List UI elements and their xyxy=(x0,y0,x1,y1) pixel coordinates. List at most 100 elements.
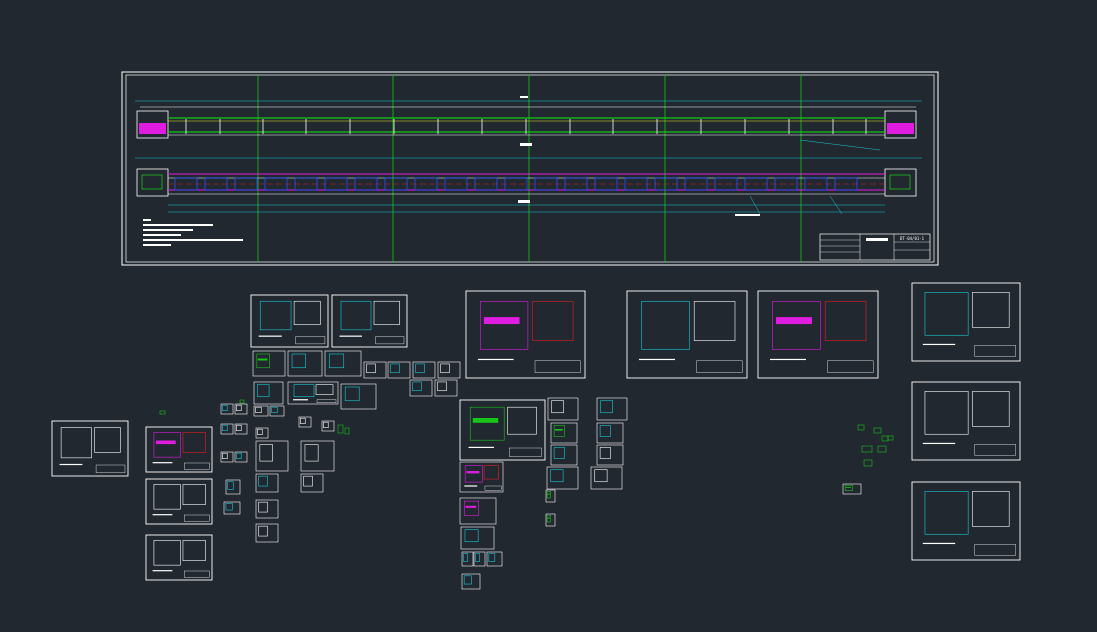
detail-sheet[interactable] xyxy=(437,361,461,379)
sheet-title-block xyxy=(696,360,743,373)
detail-sheet[interactable] xyxy=(145,534,213,581)
title-block: DT-04/01-1 xyxy=(819,233,931,261)
section-view xyxy=(532,301,574,341)
sheet-frame xyxy=(459,497,497,525)
main-layout-sheet[interactable]: DT-04/01-1 xyxy=(121,71,939,266)
detail-sheet[interactable] xyxy=(911,481,1021,561)
sheet-title-block xyxy=(316,399,337,403)
detail-sheet[interactable] xyxy=(461,551,474,567)
detail-sheet[interactable] xyxy=(51,420,129,477)
sheet-frame xyxy=(546,466,579,490)
detail-sheet[interactable] xyxy=(234,423,248,435)
detail-sheet[interactable] xyxy=(331,294,408,348)
detail-sheet[interactable] xyxy=(255,499,279,519)
detail-sheet[interactable] xyxy=(412,361,436,379)
detail-sheet[interactable] xyxy=(596,422,624,444)
detail-sheet[interactable] xyxy=(434,379,458,397)
detail-sheet[interactable] xyxy=(300,473,324,493)
detail-sheet[interactable] xyxy=(546,466,579,490)
detail-sheet[interactable] xyxy=(269,405,285,417)
detail-sheet[interactable] xyxy=(255,523,279,543)
sheet-title-block xyxy=(484,485,502,491)
detail-view xyxy=(291,353,306,369)
detail-sheet[interactable] xyxy=(473,551,486,567)
detail-sheet[interactable] xyxy=(461,573,481,590)
detail-sheet[interactable] xyxy=(220,451,234,463)
detail-sheet[interactable] xyxy=(626,290,748,379)
sheet-title-block xyxy=(509,447,542,457)
detail-sheet[interactable] xyxy=(250,294,329,348)
detail-sheet[interactable] xyxy=(255,473,279,493)
detail-sheet[interactable] xyxy=(911,381,1021,461)
detail-sheet[interactable] xyxy=(596,444,624,466)
detail-sheet[interactable] xyxy=(321,420,335,432)
detail-sheet[interactable] xyxy=(324,350,362,377)
detail-sheet[interactable] xyxy=(465,290,586,379)
detail-sheet[interactable] xyxy=(550,422,578,444)
detail-sheet[interactable] xyxy=(460,526,495,550)
detail-sheet[interactable] xyxy=(255,440,289,472)
detail-sheet[interactable] xyxy=(225,479,241,495)
detail-sheet[interactable] xyxy=(387,361,411,379)
detail-sheet[interactable] xyxy=(590,466,623,490)
detail-sheet[interactable] xyxy=(459,461,504,493)
detail-sheet[interactable] xyxy=(757,290,879,379)
detail-view xyxy=(344,386,360,402)
detail-sheet[interactable] xyxy=(255,427,269,439)
section-view xyxy=(972,491,1010,527)
detail-sheet[interactable] xyxy=(547,397,579,421)
detail-sheet[interactable] xyxy=(287,350,323,377)
sheet-frame xyxy=(220,403,234,415)
highlight-part xyxy=(547,517,551,519)
detail-sheet[interactable] xyxy=(253,381,284,405)
sheet-frame xyxy=(596,397,628,421)
section-view xyxy=(972,292,1010,328)
detail-sheet[interactable] xyxy=(911,282,1021,362)
detail-sheet[interactable] xyxy=(842,483,862,495)
detail-sheet[interactable] xyxy=(596,397,628,421)
detail-sheet[interactable] xyxy=(545,513,556,527)
detail-sheet[interactable] xyxy=(220,423,234,435)
sheet-frame xyxy=(911,282,1021,362)
detail-sheet[interactable] xyxy=(234,403,248,415)
detail-sheet[interactable] xyxy=(234,451,248,463)
detail-view xyxy=(599,447,611,459)
detail-sheet[interactable] xyxy=(340,383,377,410)
detail-view xyxy=(366,363,376,374)
sheet-notes xyxy=(258,335,282,337)
detail-sheet[interactable] xyxy=(253,405,269,417)
detail-sheet[interactable] xyxy=(220,403,234,415)
detail-view xyxy=(437,381,447,392)
detail-sheet[interactable] xyxy=(459,399,546,461)
detail-sheet[interactable] xyxy=(409,379,433,397)
sheet-frame xyxy=(626,290,748,379)
highlight-part xyxy=(547,493,551,495)
sheet-frame xyxy=(145,478,213,525)
detail-sheet[interactable] xyxy=(145,426,213,473)
sheet-frame xyxy=(473,551,486,567)
detail-sheet[interactable] xyxy=(363,361,387,379)
sheet-title-block xyxy=(827,360,874,373)
detail-sheet[interactable] xyxy=(550,444,578,466)
detail-view xyxy=(463,553,469,562)
sheet-frame xyxy=(911,481,1021,561)
detail-sheet[interactable] xyxy=(459,497,497,525)
conveyor-plan-view xyxy=(135,157,922,216)
detail-sheet[interactable] xyxy=(252,350,286,377)
sheet-title-block xyxy=(295,336,326,345)
annotation-block xyxy=(887,435,894,441)
detail-sheet[interactable] xyxy=(223,501,241,515)
drawing-number-label: DT-04/01-1 xyxy=(900,236,925,241)
sheet-frame xyxy=(842,483,862,495)
sheet-frame xyxy=(255,523,279,543)
detail-sheet[interactable] xyxy=(545,489,556,503)
detail-sheet[interactable] xyxy=(486,551,503,567)
detail-sheet[interactable] xyxy=(145,478,213,525)
detail-view xyxy=(553,425,565,437)
detail-view xyxy=(415,363,425,374)
detail-sheet[interactable] xyxy=(287,381,339,405)
sheet-frame xyxy=(409,379,433,397)
detail-sheet[interactable] xyxy=(300,440,335,472)
detail-sheet[interactable] xyxy=(298,416,312,428)
